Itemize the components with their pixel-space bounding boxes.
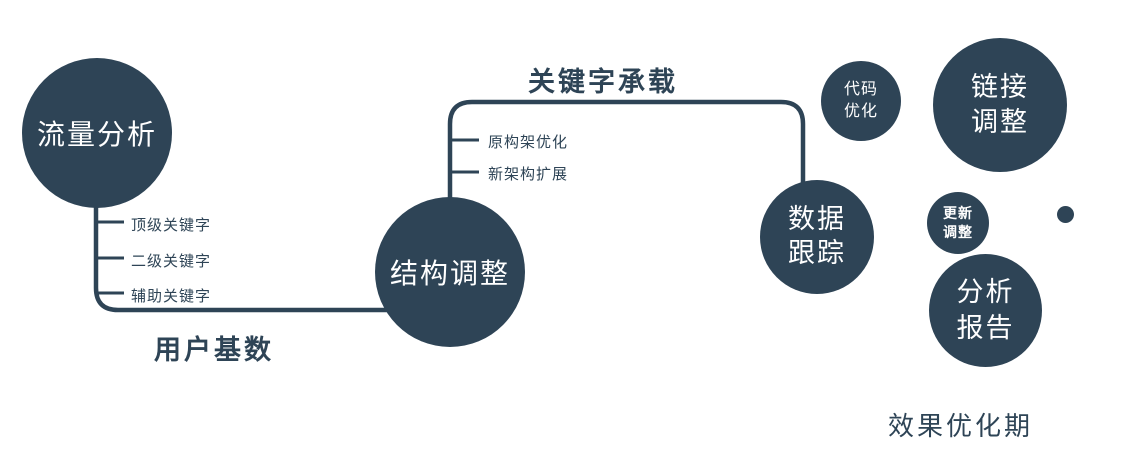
node-data-tracking: 数据 跟踪	[760, 180, 874, 294]
node-link-adjust: 链接 调整	[933, 38, 1067, 172]
node-link-adjust-line2: 调整	[971, 107, 1029, 137]
node-analysis-report-line1: 分析	[956, 277, 1015, 308]
branch-label-original-architecture: 原构架优化	[488, 134, 569, 151]
node-analysis-report-line2: 报告	[956, 312, 1015, 343]
bullet-dot	[1057, 206, 1074, 223]
node-code-optimization-line1: 代码	[843, 80, 878, 98]
node-structure-adjust-label: 结构调整	[389, 258, 510, 289]
branch-label-second-keyword: 二级关键字	[131, 253, 212, 270]
node-traffic-analysis-label: 流量分析	[36, 119, 157, 150]
node-update-adjust: 更新 调整	[927, 192, 989, 254]
branch-label-aux-keyword: 辅助关键字	[131, 288, 212, 305]
edge-label-user-base: 用户基数	[154, 335, 274, 365]
node-structure-adjust: 结构调整	[375, 197, 525, 347]
branch-label-new-architecture: 新架构扩展	[488, 166, 569, 183]
node-link-adjust-line1: 链接	[971, 71, 1029, 102]
caption-effect-optimization-period: 效果优化期	[888, 411, 1034, 441]
node-update-adjust-line2: 调整	[943, 224, 973, 240]
node-data-tracking-line2: 跟踪	[788, 238, 846, 268]
node-traffic-analysis: 流量分析	[22, 58, 172, 208]
node-code-optimization: 代码 优化	[821, 61, 901, 141]
node-data-tracking-line1: 数据	[788, 204, 846, 235]
edge-label-keyword-carrying: 关键字承载	[528, 67, 678, 97]
connector-traffic-to-structure	[93, 200, 389, 313]
node-update-adjust-line1: 更新	[943, 205, 973, 222]
node-code-optimization-line2: 优化	[843, 103, 878, 120]
branch-label-top-keyword: 顶级关键字	[131, 217, 212, 234]
node-analysis-report: 分析 报告	[929, 254, 1042, 367]
connector-structure-to-tracking	[447, 99, 806, 200]
